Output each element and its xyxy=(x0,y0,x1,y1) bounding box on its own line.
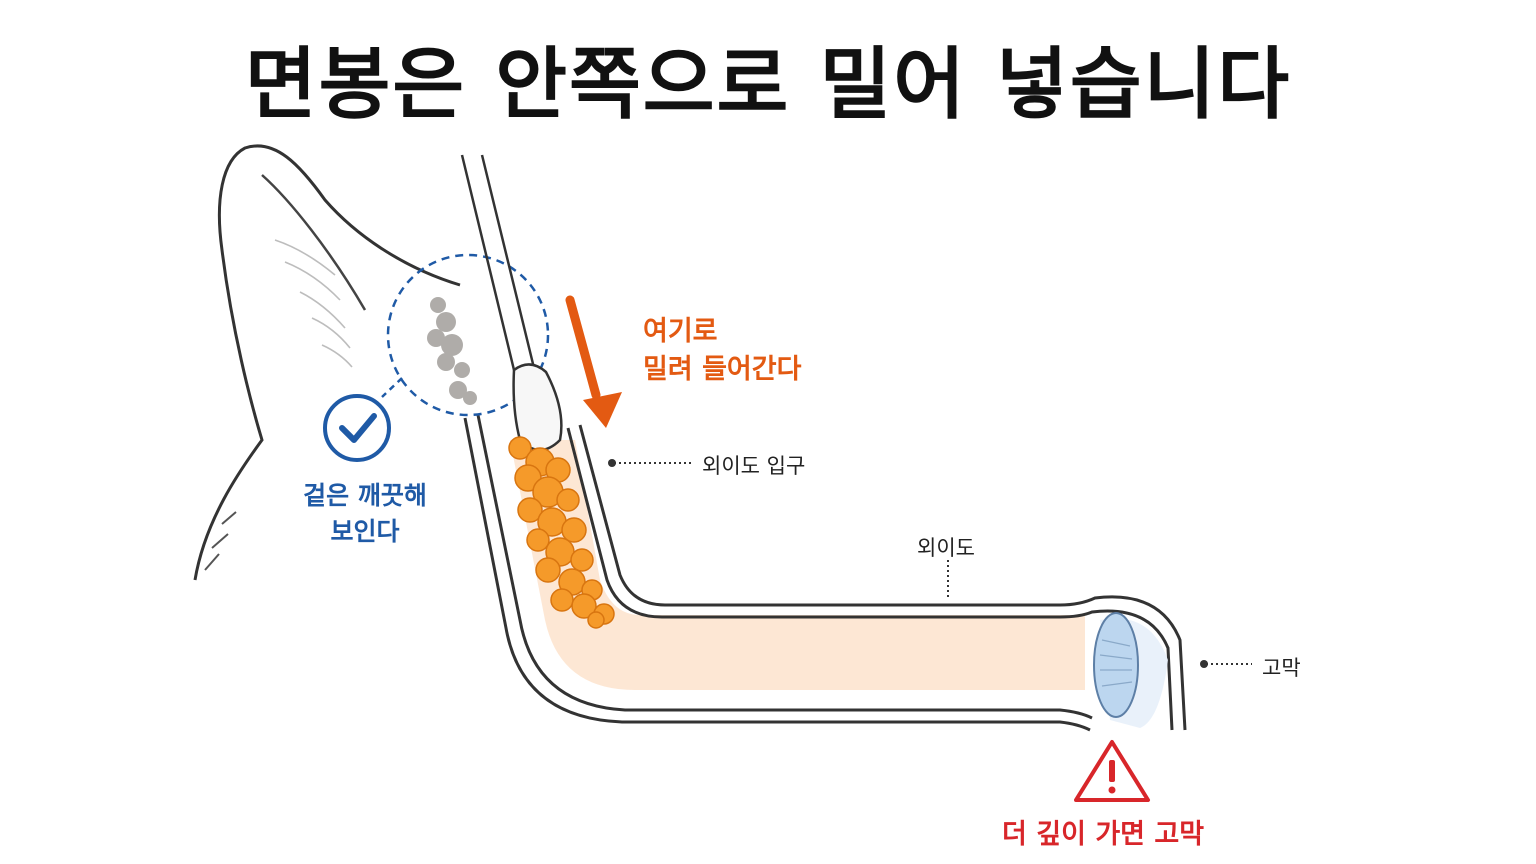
arrow-down-icon xyxy=(565,295,622,428)
focus-connector xyxy=(381,377,403,398)
ear-canal xyxy=(463,414,1187,732)
push-line2: 밀려 들어간다 xyxy=(643,354,802,385)
clean-line2: 보인다 xyxy=(330,517,400,546)
warning-triangle-icon xyxy=(1074,740,1150,802)
entrance-dot xyxy=(608,459,616,467)
page-title: 면봉은 안쪽으로 밀어 넣습니다 xyxy=(244,40,1292,130)
check-circle-icon xyxy=(323,394,391,462)
clean-line1: 겉은 깨끗해 xyxy=(303,481,427,510)
focus-circle xyxy=(386,253,550,417)
canal-interior xyxy=(510,440,1085,690)
clean-annotation: 겉은 깨끗해 보인다 xyxy=(290,478,440,550)
label-canal: 외이도 xyxy=(917,536,975,560)
push-line1: 여기로 xyxy=(643,316,718,347)
warning-text: 더 깊이 가면 고막 xyxy=(1002,819,1205,850)
cotton-swab xyxy=(460,154,563,452)
leader-lines xyxy=(614,462,1252,665)
eardrum xyxy=(1093,612,1168,728)
surface-wax xyxy=(427,297,477,405)
push-annotation: 여기로 밀려 들어간다 xyxy=(643,313,801,389)
outer-ear xyxy=(193,144,461,581)
label-canal-entrance: 외이도 입구 xyxy=(702,454,806,478)
eardrum-dot xyxy=(1200,660,1208,668)
label-eardrum: 고막 xyxy=(1262,656,1301,680)
pushed-wax xyxy=(508,436,615,629)
